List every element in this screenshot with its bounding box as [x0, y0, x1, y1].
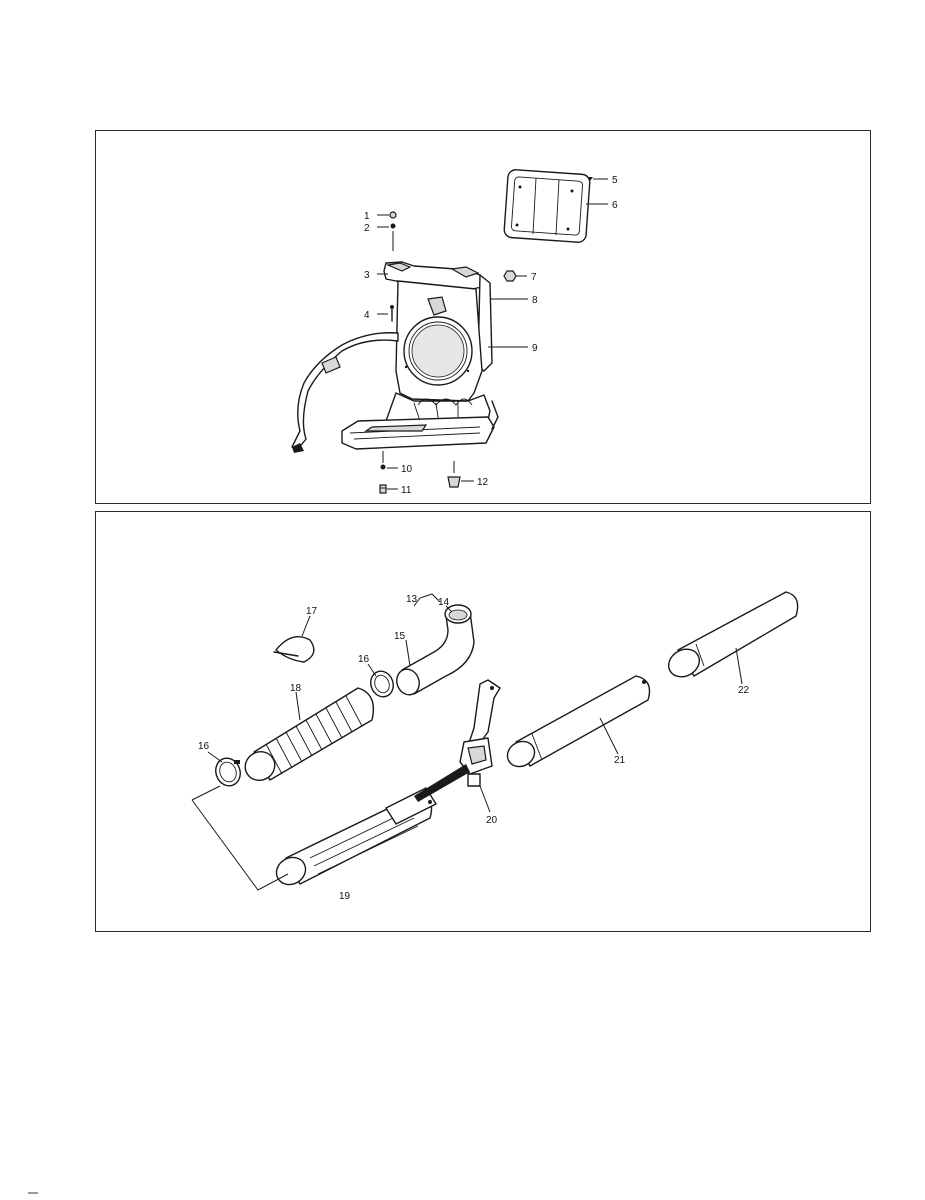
nut-part-7	[503, 270, 517, 282]
callout-9: 9	[532, 343, 538, 354]
backpack-frame-drawing: 1 2 3 4 5 6 7 8 9 10 11 12	[291, 169, 618, 496]
frame-body	[291, 261, 499, 453]
hose-clamp-part-2	[370, 670, 394, 698]
handle-part	[459, 679, 501, 787]
bolt-part-4	[390, 305, 394, 322]
nut-part-10	[380, 451, 386, 470]
screw-part	[587, 177, 593, 181]
callout-21: 21	[614, 755, 626, 766]
callout-16-upper: 16	[358, 654, 370, 665]
callout-19: 19	[339, 891, 351, 902]
callout-3: 3	[364, 270, 370, 281]
callout-14: 14	[438, 597, 450, 608]
middle-tube-part	[506, 675, 651, 768]
callout-7: 7	[531, 272, 537, 283]
end-tube-part	[667, 591, 799, 678]
elbow-part	[396, 604, 475, 696]
blower-tube-drawing: 13 14 15 16 16 17 18 19 20 21 22	[191, 591, 799, 902]
callout-leaders-bottom	[191, 593, 743, 891]
callout-22: 22	[738, 685, 750, 696]
foot-part-12	[447, 461, 461, 488]
screw-part-11	[379, 484, 387, 494]
callout-13: 13	[406, 594, 418, 605]
callout-16-lower: 16	[198, 741, 210, 752]
backpack-frame-panel: 1 2 3 4 5 6 7 8 9 10 11 12	[95, 130, 871, 504]
callout-8: 8	[532, 295, 538, 306]
callout-20: 20	[486, 815, 498, 826]
callout-17: 17	[306, 606, 318, 617]
callout-4: 4	[364, 310, 370, 321]
flex-hose-part	[244, 687, 375, 781]
callout-6: 6	[612, 200, 618, 211]
knob-part	[389, 211, 397, 251]
blower-tube-panel: 13 14 15 16 16 17 18 19 20 21 22	[95, 511, 871, 932]
scan-mark	[28, 1192, 38, 1194]
callout-10: 10	[401, 464, 413, 475]
callout-1: 1	[364, 211, 370, 222]
callout-11: 11	[401, 485, 412, 496]
callout-2: 2	[364, 223, 370, 234]
wire-tie-part	[273, 636, 315, 663]
callout-15: 15	[394, 631, 406, 642]
hose-clamp-part	[215, 757, 241, 787]
back-pad-part	[503, 169, 591, 243]
callout-18: 18	[290, 683, 302, 694]
main-tube-part	[275, 764, 470, 886]
callout-leaders-top	[377, 178, 608, 490]
callout-5: 5	[612, 175, 618, 186]
callout-12: 12	[477, 477, 489, 488]
